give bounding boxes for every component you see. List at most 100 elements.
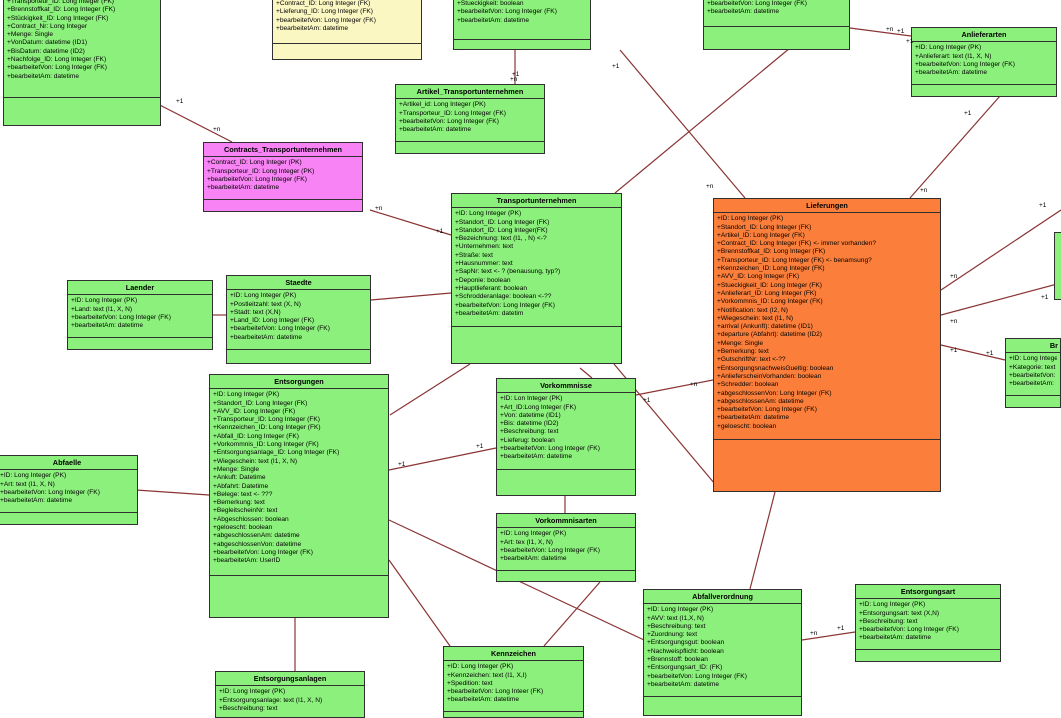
entity-attribute: +Art: text (I1, X, N) [0, 480, 55, 488]
entity-attribute: +Stueckigkeit: boolean [457, 0, 524, 7]
entity-attribute: +Hausnummer: text [455, 260, 513, 268]
entity-attribute: +geloescht: boolean [213, 524, 273, 532]
relationship-line [579, 367, 593, 379]
entity-attributes: +Artikel_id: Long Integer (PK)+Transport… [396, 99, 544, 143]
multiplicity-label: +n [920, 187, 928, 194]
multiplicity-label: +n [706, 183, 714, 190]
entity-attribute: +Stückigkeit_ID: Long Integer (FK) [7, 14, 109, 22]
relationship-line [614, 47, 791, 194]
relationship-line [635, 379, 714, 396]
entity-attribute: +bearbeitetAm: datetime [500, 453, 573, 461]
relationship-line [940, 209, 1061, 291]
entity-entsorgungsanlagen[interactable]: Entsorgungsanlagen +ID: Long Integer (PK… [215, 671, 365, 718]
relationship-line [849, 27, 912, 37]
entity-attribute: +bearbeitetVon: Long Integer (FK) [207, 175, 307, 183]
entity-attribute: +bearbeitetAm: datetime [447, 696, 520, 704]
entity-attributes: +ID: Long Integer (PK)+Kennzeichen: text… [444, 661, 583, 713]
relationship-line [543, 581, 601, 647]
entity-artikel-transportunternehmen[interactable]: Artikel_Transportunternehmen +Artikel_id… [395, 84, 545, 154]
entity-attribute: +Bemerkung: text [213, 499, 265, 507]
entity-attribute: +Bis: datetime (ID2) [500, 420, 559, 428]
entity-top-mid[interactable]: +Stueckigkeit: boolean+bearbeitetVon: Lo… [453, 0, 591, 50]
entity-attribute: +bearbeitetVon: [1009, 371, 1056, 379]
entity-attribute: +bearbeitetVon: Long Integer (FK) [0, 488, 100, 496]
entity-right-br[interactable]: Br +ID: Long Intege+Kategorie: text+bear… [1005, 338, 1061, 408]
entity-right-stub[interactable] [1054, 232, 1061, 300]
entity-attribute: +Land: text (I1, X, N) [71, 305, 133, 313]
multiplicity-label: +1 [1039, 202, 1047, 209]
entity-attributes: +Contract_ID: Long Integer (FK)+Lieferun… [273, 0, 421, 44]
entity-attribute: +EntsorgungsnachweisGueltig: boolean [717, 364, 834, 372]
entity-attributes: +ID: Lon Integer (PK)+Art_ID:Long Intege… [497, 393, 635, 471]
entity-attribute: +Entsorgungsgut: boolean [647, 639, 725, 647]
multiplicity-label: +n [810, 630, 818, 637]
entity-attribute: +Art: tex (I1, X, N) [500, 538, 553, 546]
entity-vorkommnisarten[interactable]: Vorkommnisarten +ID: Long Integer (PK)+A… [496, 513, 636, 582]
entity-entsorgungen[interactable]: Entsorgungen +ID: Long Integer (PK)+Stan… [209, 374, 389, 618]
entity-attributes: +Contract_ID: Long Integer (PK)+Transpor… [204, 157, 362, 201]
entity-attribute: +ID: Long Integer (PK) [915, 44, 982, 52]
entity-attribute: +Bemerkung: text [717, 348, 769, 356]
entity-attribute: +Entsorgungsanlage: text (I1, X, N) [219, 696, 323, 704]
entity-attribute: +bearbeitetVon: Long Inteer (FK) [447, 688, 544, 696]
entity-contracts-transportunternehmen[interactable]: Contracts_Transportunternehmen +Contract… [203, 142, 363, 212]
entity-attribute: +Menge: Single [7, 31, 54, 39]
entity-attribute: +abgeschlossenVon: Long Integer (FK) [717, 389, 832, 397]
entity-attributes: +ID: Long Integer (PK)+Land: text (I1, X… [68, 295, 212, 339]
multiplicity-label: +1 [950, 347, 958, 354]
multiplicity-label: +1 [986, 350, 994, 357]
entity-abfaelle[interactable]: Abfaelle +ID: Long Integer (PK)+Art: tex… [0, 455, 138, 525]
entity-transportunternehmen[interactable]: Transportunternehmen +ID: Long Integer (… [451, 193, 622, 364]
multiplicity-label: +n [950, 318, 958, 325]
entity-attribute: +Entsorgungsanlage_ID: Long Integer (FK) [213, 449, 340, 457]
entity-attribute: +bearbeitetVon: Long Integer (FK) [915, 60, 1015, 68]
multiplicity-label: +1 [964, 110, 972, 117]
entity-attribute: +Anlieferart: text (I1, X, N) [915, 52, 992, 60]
entity-attribute: +ID: Long Integer (PK) [647, 606, 714, 614]
entity-attribute: +Artikel_ID: Long Integer (FK) [717, 231, 805, 239]
entity-attribute: +Beschreibung: text [219, 704, 278, 712]
entity-attribute: +BisDatum: datetime (ID2) [7, 47, 85, 55]
entity-attribute: +bearbeitetVon: Long Integer (FK) [647, 672, 747, 680]
entity-vorkommnisse[interactable]: Vorkommnisse +ID: Lon Integer (PK)+Art_I… [496, 378, 636, 496]
entity-anlieferarten[interactable]: Anlieferarten +ID: Long Integer (PK)+Anl… [911, 27, 1057, 97]
entity-attribute: +bearbeitetAm: datetime [717, 414, 790, 422]
entity-attribute: +Entsorgungsart: text (X,N) [859, 609, 940, 617]
entity-attribute: +Contract_ID: Long Integer (FK) <- immer… [717, 240, 877, 248]
entity-abfallverordnung[interactable]: Abfallverordnung +ID: Long Integer (PK)+… [643, 589, 802, 716]
entity-attribute: +Ankuft: Datetime [213, 474, 266, 482]
entity-top-right[interactable]: +bearbeitetVon: Long Integer (FK)+bearbe… [703, 0, 850, 50]
entity-laender[interactable]: Laender +ID: Long Integer (PK)+Land: tex… [67, 280, 213, 350]
entity-attribute: +Menge: Single [717, 339, 764, 347]
entity-attribute: +Notification: text (I2, N) [717, 306, 788, 314]
entity-top-yellow[interactable]: +Contract_ID: Long Integer (FK)+Lieferun… [272, 0, 422, 60]
entity-attribute: +AVV: text (I1,X, N) [647, 614, 704, 622]
entity-attribute: +bearbeitetAm: datetime [7, 72, 80, 80]
entity-attributes: +ID: Long Integer (PK)+Anlieferart: text… [912, 42, 1056, 86]
entity-attribute: +Kennzeichen: text (I1, X,I) [447, 671, 527, 679]
entity-title: Staedte [227, 276, 370, 291]
entity-attributes: +ID: Long Integer (PK)+Entsorgungsart: t… [856, 599, 1000, 651]
entity-attribute: +abgeschlossenAm: datetime [717, 397, 804, 405]
multiplicity-label: +n [213, 126, 221, 133]
entity-attribute: +Kategorie: text [1009, 363, 1056, 371]
entity-attribute: +ID: Long Integer (PK) [500, 530, 567, 538]
entity-lieferungen[interactable]: Lieferungen +ID: Long Integer (PK)+Stand… [713, 198, 941, 492]
entity-attributes: +bearbeitetVon: Long Integer (FK)+bearbe… [704, 0, 849, 27]
entity-attribute: +abgeschlossenAm: datetime [213, 532, 300, 540]
entity-attribute: +abgeschlossenVon: datetime [213, 540, 302, 548]
entity-kennzeichen[interactable]: Kennzeichen +ID: Long Integer (PK)+Kennz… [443, 646, 584, 718]
entity-attribute: +Vorkommnis_ID: Long Integer (FK) [717, 298, 823, 306]
entity-attribute: +Anlieferart_ID: Long Integer (FK) [717, 289, 817, 297]
entity-attribute: +Vorkommnis_ID: Long Integer (FK) [213, 441, 319, 449]
entity-attribute: +ID: Long Integer (PK) [859, 601, 926, 609]
multiplicity-label: +n [375, 205, 383, 212]
entity-attribute: +Artikel_id: Long Integer (PK) [399, 101, 486, 109]
entity-attributes: +ID: Long Integer (PK)+Standort_ID: Long… [452, 208, 621, 328]
entity-entsorgungsart[interactable]: Entsorgungsart +ID: Long Integer (PK)+En… [855, 584, 1001, 662]
entity-top-left[interactable]: +Transporteur_ID: Long Integer (FK)+Bren… [3, 0, 161, 126]
entity-attribute: +Transporteur_ID: Long Integer (FK) [399, 109, 506, 117]
entity-attribute: +AVV_ID: Long Integer (FK) [717, 273, 800, 281]
entity-staedte[interactable]: Staedte +ID: Long Integer (PK)+Postleitz… [226, 275, 371, 364]
relationship-line [909, 95, 1001, 199]
